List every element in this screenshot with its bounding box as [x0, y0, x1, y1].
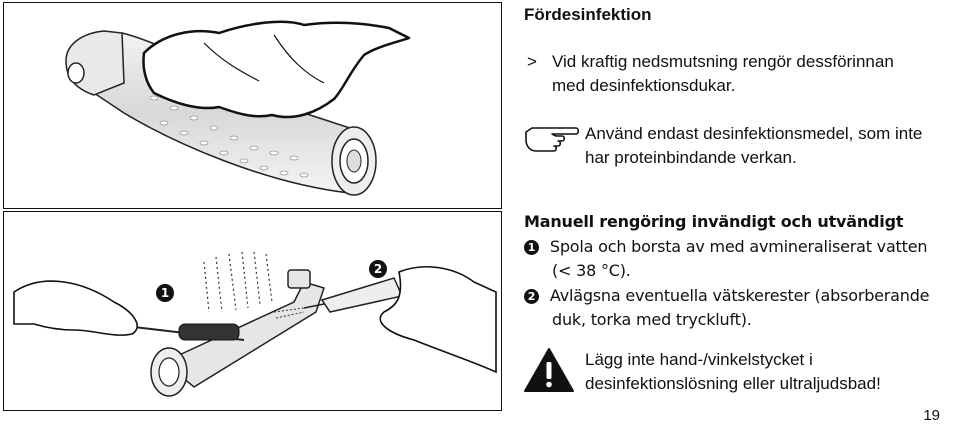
note-text-line1: Använd endast desinfektionsmedel, som in…	[585, 124, 923, 143]
bullet-text-line1: Vid kraftig nedsmutsning rengör dessföri…	[552, 52, 894, 71]
marker-2: 2	[369, 260, 387, 278]
bullet-text-line2: med desinfektionsdukar.	[552, 76, 736, 95]
warning-text-line1: Lägg inte hand-/vinkelstycket i	[585, 350, 813, 369]
handpiece-wipe-drawing	[65, 20, 411, 196]
section-title-manual-cleaning: Manuell rengöring invändigt och utvändig…	[524, 212, 904, 231]
step-2-text: Avlägsna eventuella vätskerester (absorb…	[549, 286, 930, 305]
page-number: 19	[923, 407, 940, 424]
illustration-disinfection-wipe	[3, 2, 502, 209]
step-2-line1: 2 Avlägsna eventuella vätskerester (abso…	[524, 284, 930, 308]
warning-text-line2: desinfektionslösning eller ultraljudsbad…	[585, 374, 881, 393]
step-1-line1: 1 Spola och borsta av med avmineralisera…	[524, 235, 927, 259]
step-2-number: 2	[524, 289, 539, 304]
warning-triangle-icon	[524, 348, 574, 392]
step-2-line2: duk, torka med tryckluft).	[552, 310, 752, 329]
handpiece-brush-drawing	[13, 251, 497, 397]
note-text-line2: har proteinbindande verkan.	[585, 148, 797, 167]
bullet-marker: >	[527, 52, 537, 71]
pointing-hand-icon	[525, 127, 580, 152]
step-1-line2: (< 38 °C).	[552, 261, 631, 280]
section-title-predisinfection: Fördesinfektion	[524, 5, 652, 24]
step-1-number: 1	[524, 240, 539, 255]
step-1-text: Spola och borsta av med avmineraliserat …	[549, 237, 928, 256]
illustration-manual-cleaning: 1 2	[3, 211, 502, 411]
marker-1: 1	[156, 284, 174, 302]
